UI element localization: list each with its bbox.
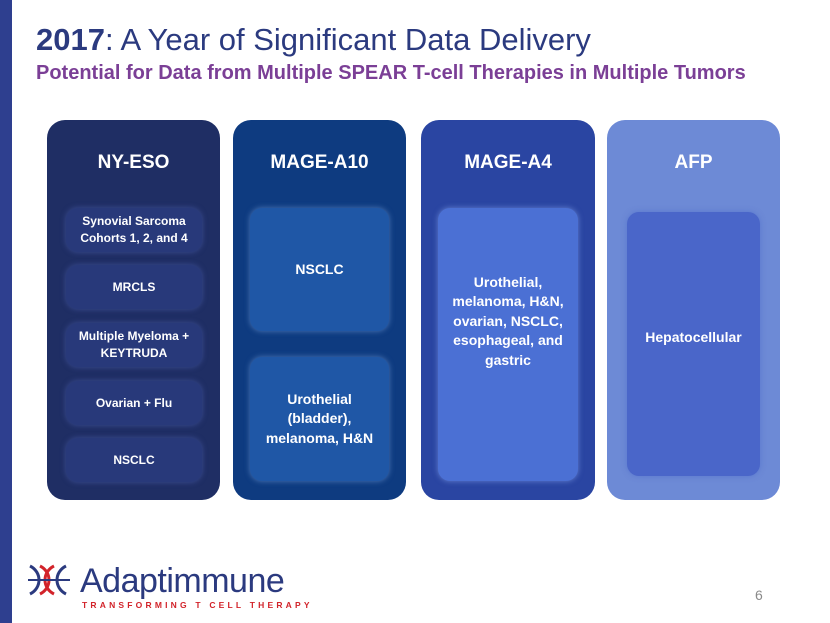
indication-box: Multiple Myeloma + KEYTRUDA — [66, 323, 202, 367]
page-subtitle: Potential for Data from Multiple SPEAR T… — [36, 62, 746, 84]
indication-box: Hepatocellular — [627, 212, 760, 476]
indication-box: NSCLC — [250, 208, 389, 331]
column-heading: MAGE-A10 — [270, 152, 369, 173]
indication-box: Urothelial (bladder), melanoma, H&N — [250, 357, 389, 481]
indication-box: Ovarian + Flu — [66, 381, 202, 425]
title-year: 2017 — [36, 22, 105, 57]
column-afp: AFP Hepatocellular — [607, 120, 780, 500]
logo-helix-icon — [28, 564, 70, 596]
logo-tagline: TRANSFORMING T CELL THERAPY — [82, 600, 313, 610]
page-number: 6 — [755, 587, 763, 603]
column-heading: MAGE-A4 — [464, 152, 552, 173]
title-text: : A Year of Significant Data Delivery — [104, 22, 591, 57]
column-mage-a4: MAGE-A4 Urothelial, melanoma, H&N, ovari… — [421, 120, 595, 500]
indication-box: NSCLC — [66, 438, 202, 482]
company-logo: Adaptimmune TRANSFORMING T CELL THERAPY — [26, 556, 310, 612]
page-title: 2017: A Year of Significant Data Deliver… — [36, 22, 591, 58]
column-heading: NY-ESO — [97, 152, 170, 173]
column-mage-a10: MAGE-A10 NSCLC Urothelial (bladder), mel… — [233, 120, 406, 500]
indication-box: MRCLS — [66, 265, 202, 309]
logo-wordmark: Adaptimmune — [80, 562, 285, 600]
column-heading: AFP — [674, 152, 713, 173]
accent-bar — [0, 0, 12, 623]
column-ny-eso: NY-ESO Synovial Sarcoma Cohorts 1, 2, an… — [47, 120, 220, 500]
indication-box: Synovial Sarcoma Cohorts 1, 2, and 4 — [66, 208, 202, 252]
indication-box: Urothelial, melanoma, H&N, ovarian, NSCL… — [438, 208, 578, 481]
